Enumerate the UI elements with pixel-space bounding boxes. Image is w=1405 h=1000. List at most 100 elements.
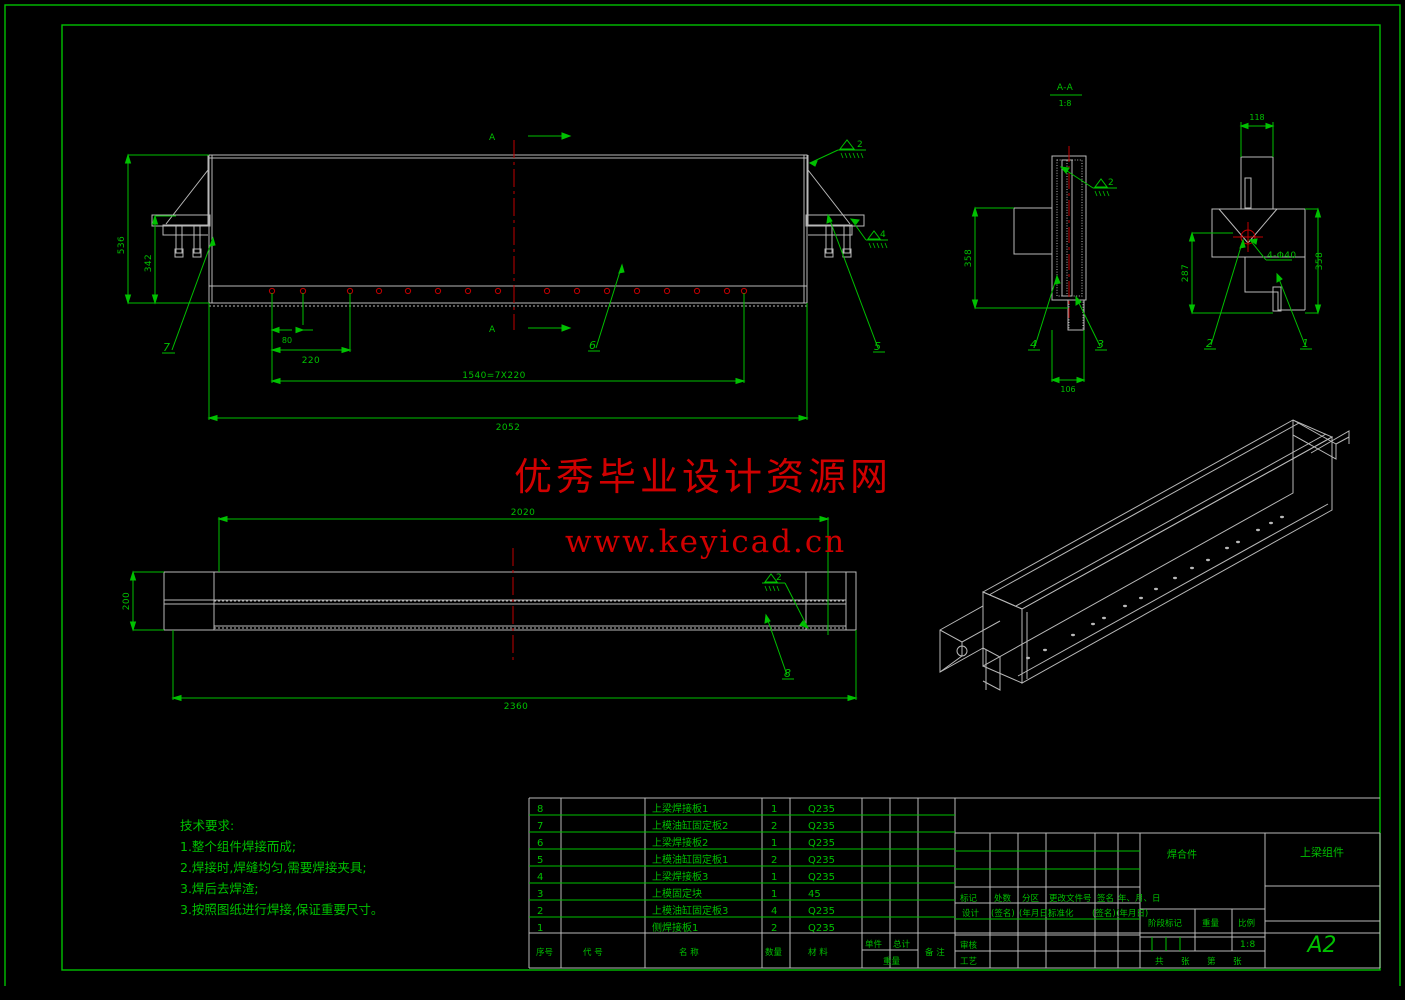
- dim-label-2020: 2020: [511, 508, 536, 518]
- header-name: 名 称: [679, 947, 699, 958]
- row-1-name: 上模油缸固定板2: [652, 819, 728, 832]
- table-row: 6 上梁焊接板2 1 Q235: [537, 836, 835, 849]
- sheet-char-3: 张: [1233, 957, 1242, 967]
- scale-label: 比例: [1238, 918, 1255, 929]
- row-2-material: Q235: [808, 838, 835, 849]
- table-row: 7 上模油缸固定板2 2 Q235: [537, 819, 835, 832]
- balloon-3-section: 3: [1097, 338, 1104, 351]
- section-view-aa: A-A 1:8 358 106: [964, 83, 1117, 394]
- row-4-qty: 1: [771, 872, 777, 883]
- watermark-line2: www.keyicad.cn: [565, 524, 846, 560]
- scale-value: 1:8: [1240, 940, 1256, 950]
- row-6-material: Q235: [808, 906, 835, 917]
- tech-line-3: 3.焊后去焊渣;: [180, 881, 259, 896]
- review-label: 审核: [960, 940, 978, 951]
- row-7-qty: 2: [771, 923, 777, 934]
- leader-6: [588, 263, 625, 352]
- row-5-name: 上模固定块: [652, 887, 702, 900]
- dim-label-2052: 2052: [496, 423, 521, 433]
- dim-2052: [207, 303, 809, 422]
- row-1-material: Q235: [808, 821, 835, 832]
- balloon-2-side: 2: [1206, 337, 1213, 350]
- dim-536: [124, 153, 209, 305]
- sheet-format: A2: [1305, 933, 1336, 958]
- leader-7: [162, 236, 216, 354]
- balloon-1-side: 1: [1302, 337, 1309, 350]
- section-scale: 1:8: [1059, 99, 1072, 108]
- tech-line-1: 1.整个组件焊接而成;: [180, 839, 296, 854]
- table-row: 4 上梁焊接板3 1 Q235: [537, 870, 835, 883]
- row-3-no: 5: [537, 855, 543, 866]
- row-2-no: 6: [537, 838, 543, 849]
- design-sign: (签名): [991, 908, 1015, 919]
- parts-table-header: 序号 代 号 名 称 数量 材 料 单件 总计 重量 备 注: [536, 939, 945, 967]
- dim-label-80: 80: [282, 336, 292, 345]
- row-5-qty: 1: [771, 889, 777, 900]
- dim-label-2360: 2360: [504, 702, 529, 712]
- hole-markers: [268, 287, 748, 295]
- technical-requirements: 技术要求: 1.整个组件焊接而成; 2.焊接时,焊缝均匀,需要焊接夹具; 3.焊…: [180, 818, 383, 917]
- weld-symbol-2-front: [808, 139, 866, 167]
- row-4-name: 上梁焊接板3: [652, 870, 708, 883]
- dim-label-536: 536: [117, 236, 127, 254]
- weld-value-4-front: 4: [880, 230, 886, 240]
- header-remark: 备 注: [925, 947, 945, 958]
- row-1-qty: 2: [771, 821, 777, 832]
- rev-header-4: 签名: [1097, 893, 1114, 904]
- balloon-6: 6: [589, 339, 596, 352]
- window-bottom-strip: [0, 986, 1405, 1000]
- stage-label: 阶段标记: [1148, 918, 1183, 929]
- tech-line-4: 3.按照图纸进行焊接,保证重要尺寸。: [180, 902, 383, 917]
- leader-8: [764, 613, 794, 680]
- leader-4-phi40: [1248, 238, 1292, 261]
- standard-sign: (签名): [1092, 908, 1116, 919]
- section-mark-bottom: A: [489, 325, 496, 335]
- dim-label-phi40: 4-Φ40: [1267, 251, 1297, 261]
- leader-1-side: [1276, 272, 1312, 350]
- weld-value-2-front: 2: [857, 140, 863, 150]
- leader-2-side: [1204, 238, 1246, 350]
- title-block: 标记 处数 分区 更改文件号 签名 年、月、日 设计 (签名) (年月日) 标准…: [955, 832, 1381, 969]
- dim-label-358-side: 358: [1315, 252, 1325, 270]
- sheet-char-1: 张: [1181, 957, 1190, 967]
- dim-200: [129, 570, 164, 632]
- leader-4-section: [1028, 274, 1061, 351]
- balloon-8: 8: [784, 667, 791, 680]
- dim-label-342: 342: [144, 254, 154, 272]
- side-view: 118 287 358 4-Φ40: [1181, 113, 1325, 350]
- dim-118: [1239, 122, 1275, 157]
- table-row: 2 上模油缸固定板3 4 Q235: [537, 904, 835, 917]
- row-1-no: 7: [537, 821, 543, 832]
- standard-label: 标准化: [1048, 908, 1074, 919]
- watermark-line1: 优秀毕业设计资源网: [514, 455, 892, 499]
- weld-symbol-2-section: [1059, 166, 1117, 197]
- dim-106: [1050, 330, 1086, 384]
- sheet-char-0: 共: [1155, 957, 1164, 967]
- row-5-no: 3: [537, 889, 543, 900]
- dim-2020: [217, 515, 830, 635]
- dim-label-1540: 1540=7X220: [462, 371, 526, 381]
- dim-label-358-section: 358: [964, 249, 974, 267]
- header-weight-total: 总计: [893, 939, 911, 950]
- balloon-4-section: 4: [1030, 338, 1037, 351]
- weld-symbol-2-plan: [762, 573, 810, 630]
- row-0-no: 8: [537, 804, 543, 815]
- rev-header-5: 年、月、日: [1118, 893, 1161, 904]
- dim-358-section: [971, 206, 1068, 310]
- design-date: (年月日): [1019, 908, 1051, 919]
- leader-3-section: [1075, 295, 1107, 351]
- rev-header-1: 处数: [994, 893, 1012, 904]
- weld-value-2-section: 2: [1108, 178, 1114, 188]
- row-2-name: 上梁焊接板2: [652, 836, 708, 849]
- dim-220: [270, 293, 352, 354]
- table-row: 8 上梁焊接板1 1 Q235: [537, 802, 835, 815]
- row-4-no: 4: [537, 872, 543, 883]
- dim-label-287: 287: [1181, 264, 1191, 282]
- tech-heading: 技术要求:: [180, 818, 234, 833]
- row-4-material: Q235: [808, 872, 835, 883]
- row-3-material: Q235: [808, 855, 835, 866]
- process-label: 工艺: [960, 957, 977, 967]
- table-row: 3 上模固定块 1 45: [537, 887, 821, 900]
- rev-header-0: 标记: [960, 893, 978, 904]
